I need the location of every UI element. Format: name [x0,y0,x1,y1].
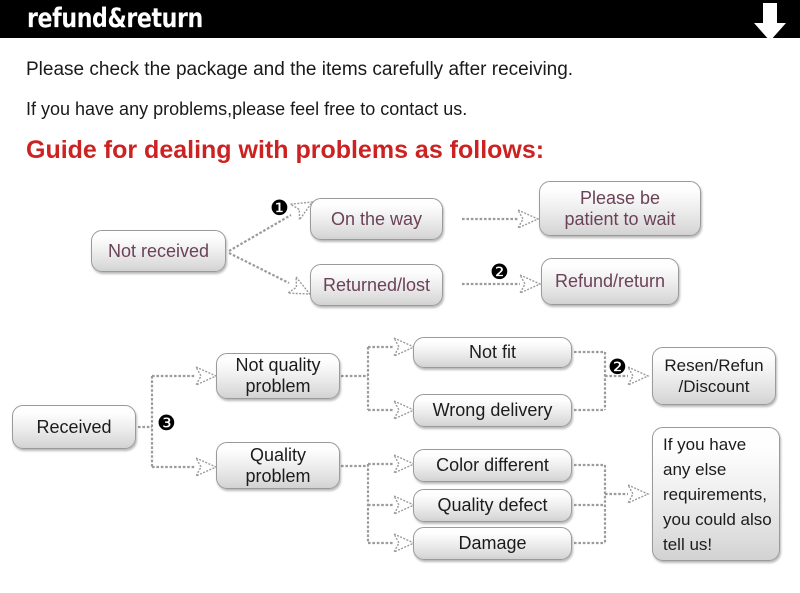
intro-line-2: If you have any problems,please feel fre… [26,99,468,119]
intro-line-1: Please check the package and the items c… [26,59,574,80]
node-not-received: Not received [91,230,226,272]
step-marker-2-bottom: ❷ [608,355,627,379]
node-on-the-way: On the way [310,198,443,240]
header-bar [0,0,800,38]
step-marker-2-top: ❷ [490,260,509,284]
step-marker-1: ❶ [270,196,289,220]
node-refund-return: Refund/return [541,258,679,305]
node-received: Received [12,405,136,449]
node-returned-lost: Returned/lost [310,264,443,306]
node-resend-refund-discount: Resen/Refun/Discount [652,347,776,405]
node-quality-defect: Quality defect [413,489,572,522]
node-wrong-delivery: Wrong delivery [413,394,572,427]
node-color-different: Color different [413,449,572,482]
page-title: refund&return [27,3,203,34]
guide-heading: Guide for dealing with problems as follo… [26,136,545,164]
step-marker-3: ❸ [157,411,176,435]
node-not-fit: Not fit [413,337,572,368]
arrow-down-icon [754,3,786,41]
node-damage: Damage [413,527,572,560]
